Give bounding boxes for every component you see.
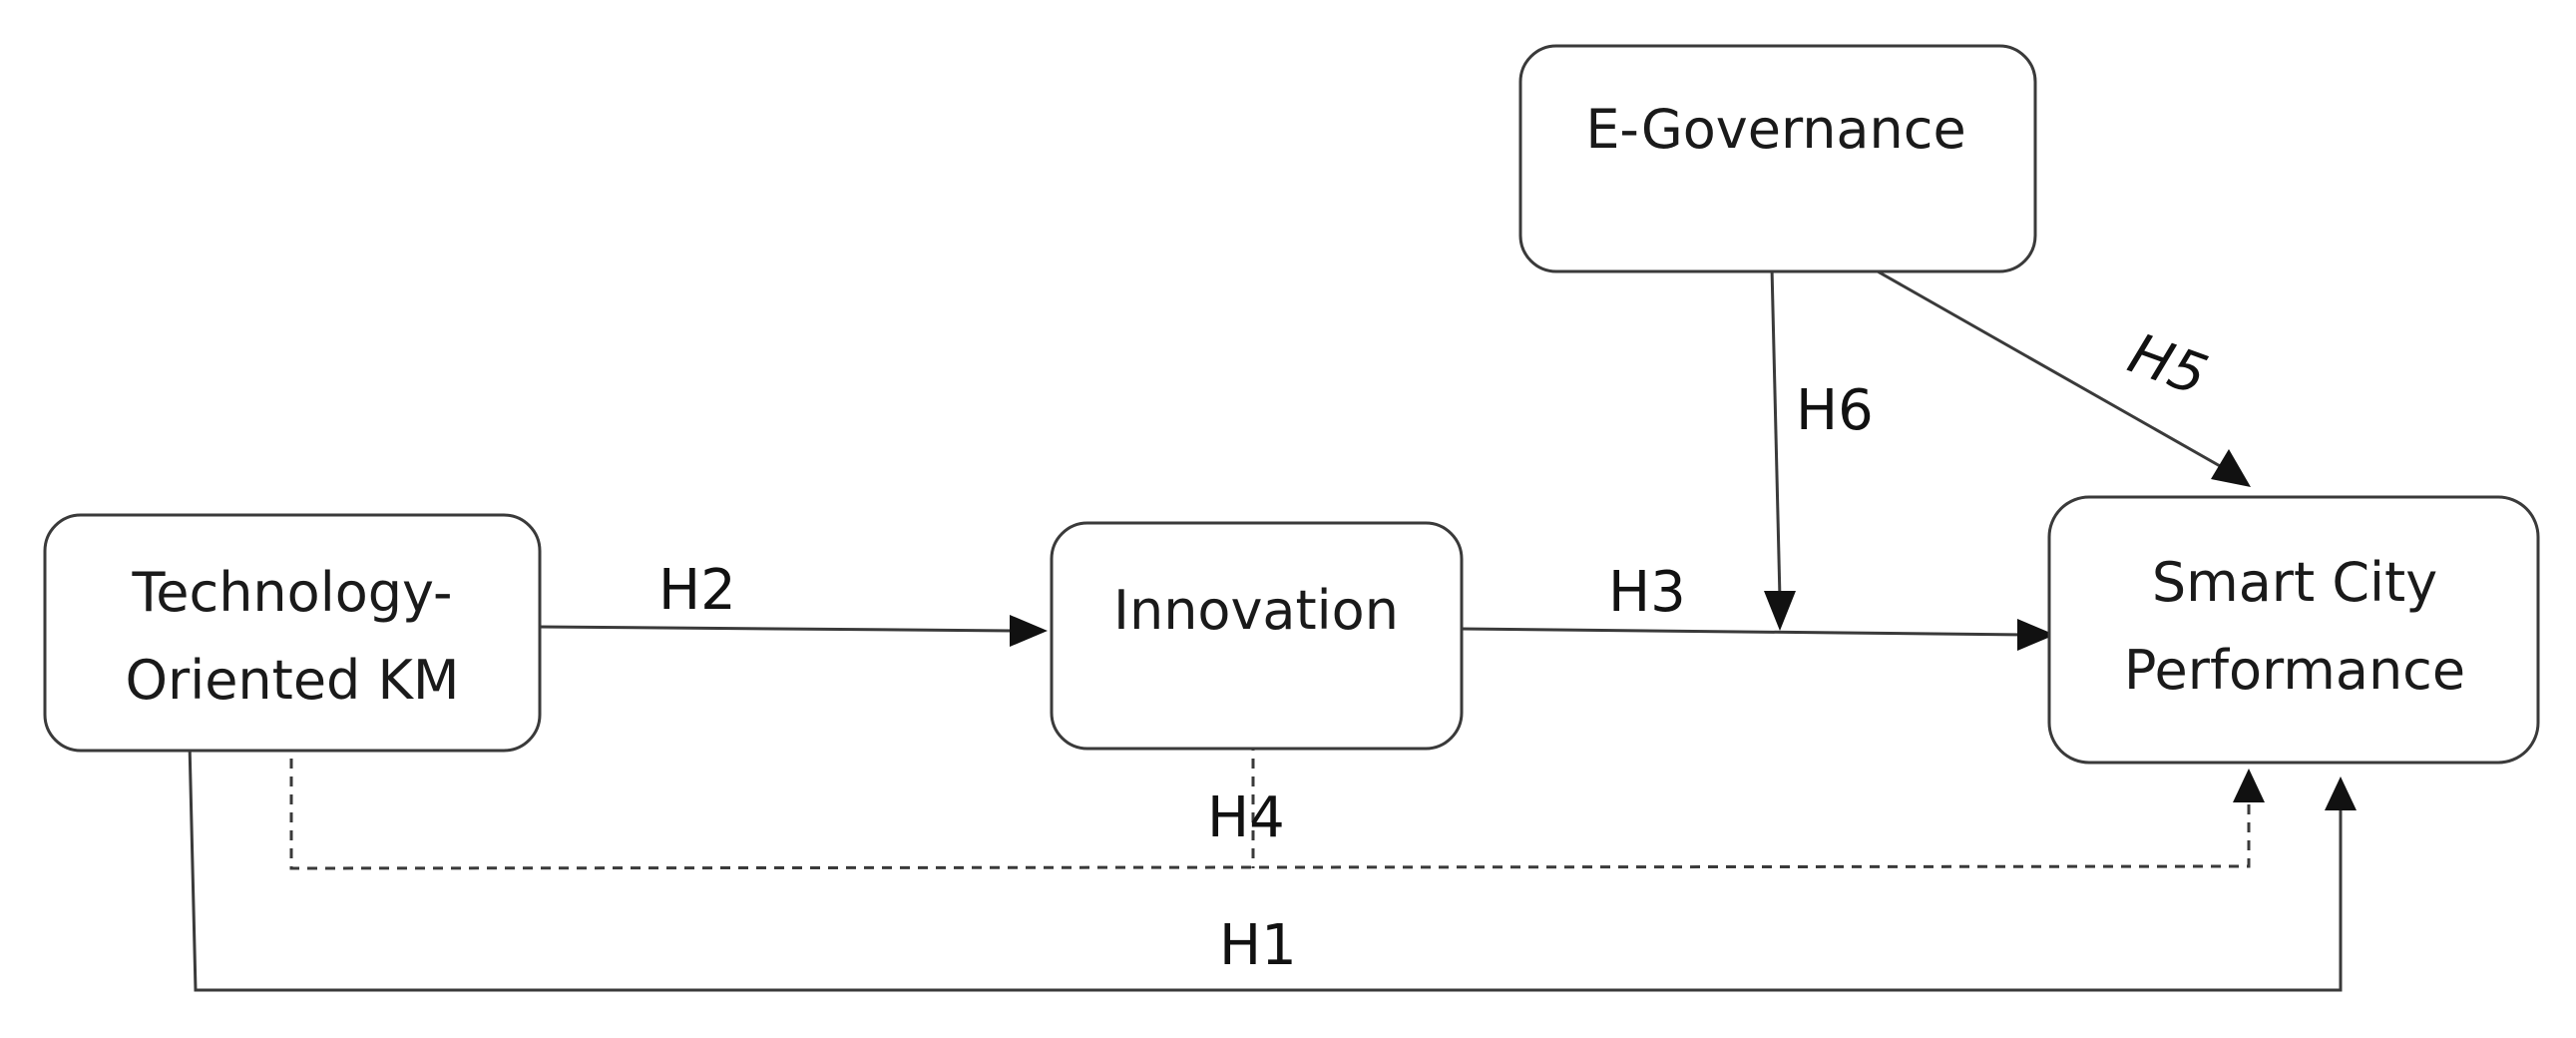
node-innovation: Innovation: [1050, 521, 1464, 751]
edge-h1: [188, 742, 2357, 992]
h4-label: H4: [1207, 785, 1285, 850]
edge-h3: [1461, 619, 2055, 651]
tokm-label-line2: Oriented KM: [126, 649, 460, 712]
node-smart-city-performance: Smart City Performance: [2047, 495, 2540, 765]
egov-label: E-Governance: [1585, 98, 1965, 161]
innovation-label: Innovation: [1113, 579, 1399, 642]
h1-label: H1: [1219, 913, 1297, 978]
scp-label-line1: Smart City: [2152, 551, 2437, 614]
scp-label-line2: Performance: [2124, 639, 2465, 702]
h6-label: H6: [1796, 378, 1874, 443]
h2-label: H2: [658, 558, 736, 623]
edge-h2: [538, 615, 1048, 647]
tokm-label-line1: Technology-: [131, 561, 452, 624]
edge-h4: [289, 741, 2265, 870]
edge-h6: [1764, 266, 1796, 631]
h5-label: H5: [2120, 321, 2215, 409]
edge-h5: [1877, 269, 2251, 487]
h3-label: H3: [1608, 560, 1686, 625]
node-e-governance: E-Governance: [1518, 44, 2037, 273]
node-technology-oriented-km: Technology- Oriented KM: [43, 513, 542, 753]
